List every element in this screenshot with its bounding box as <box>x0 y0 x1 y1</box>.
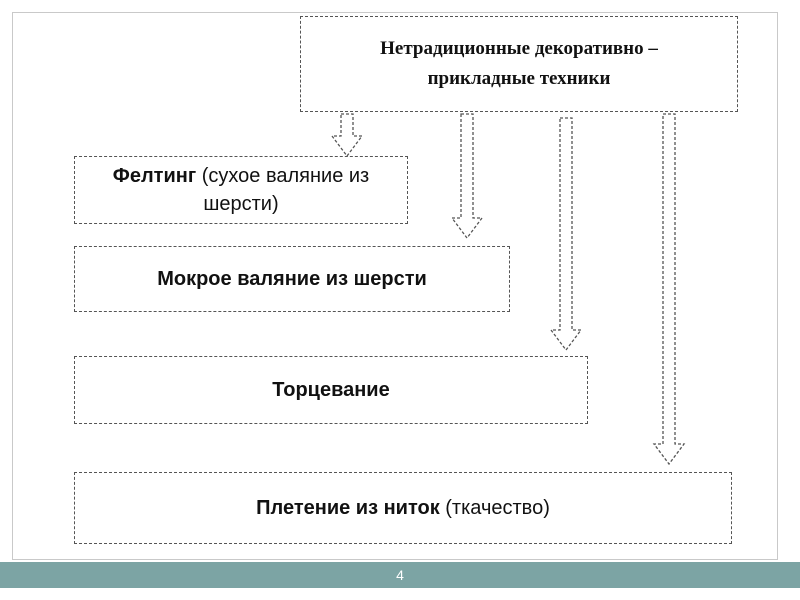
technique-name: Плетение из ниток <box>256 496 440 519</box>
technique-box-weaving: Плетение из ниток (ткачество) <box>74 472 732 544</box>
technique-name: Фелтинг <box>112 165 197 187</box>
title-line-2: прикладные техники <box>427 68 611 89</box>
technique-name: Торцевание <box>272 378 390 401</box>
title-line-1: Нетрадиционные декоративно – <box>380 38 658 59</box>
slide-frame <box>12 12 778 560</box>
technique-name: Мокрое валяние из шерсти <box>157 267 427 290</box>
technique-note: (ткачество) <box>439 496 550 519</box>
technique-box-felting: Фелтинг (сухое валяние из шерсти) <box>74 156 408 224</box>
technique-box-wet-felting: Мокрое валяние из шерсти <box>74 246 510 312</box>
page-number: 4 <box>396 567 404 583</box>
technique-box-tortsevanie: Торцевание <box>74 356 588 424</box>
title-box: Нетрадиционные декоративно – прикладные … <box>300 16 738 112</box>
technique-note: (сухое валяние из шерсти) <box>196 165 370 215</box>
footer-bar: 4 <box>0 562 800 588</box>
